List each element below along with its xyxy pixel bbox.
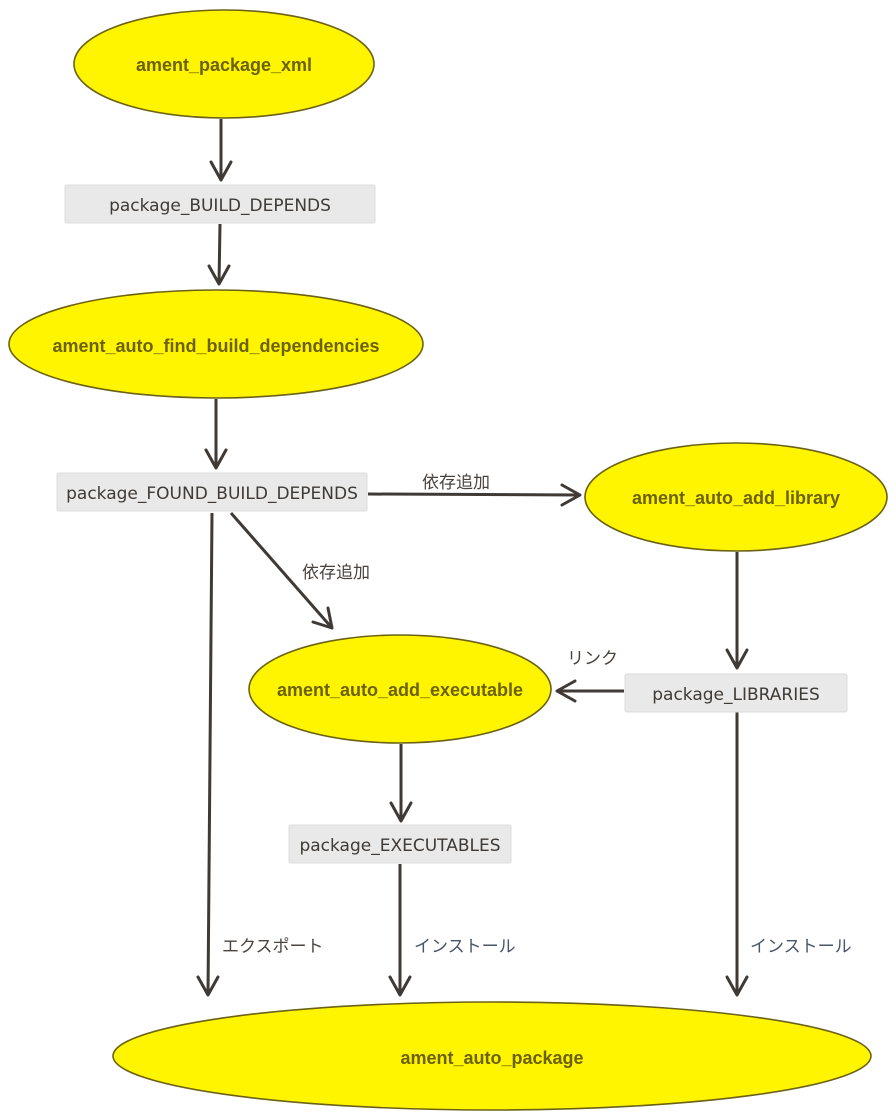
node-ament-auto-add-library[interactable]: ament_auto_add_library <box>584 442 888 552</box>
edge-executables-to-package <box>388 864 412 997</box>
edge-label-found-to-library: 依存追加 <box>422 473 490 493</box>
edge-label-libraries-to-executable: リンク <box>567 649 618 669</box>
edge-find-to-found <box>204 399 228 470</box>
edge-label-install-libraries: インストール <box>750 937 852 957</box>
node-ament-auto-add-executable[interactable]: ament_auto_add_executable <box>248 634 552 744</box>
edge-libraries-to-package <box>725 712 749 997</box>
edge-build-depends-to-find <box>207 223 231 286</box>
edge-executable-to-executables <box>389 744 413 823</box>
edge-found-to-package <box>196 512 220 997</box>
box-label: package_BUILD_DEPENDS <box>109 196 331 216</box>
node-label: ament_auto_find_build_dependencies <box>52 336 379 356</box>
edge-xml-to-build-depends <box>209 119 233 182</box>
node-ament-package-xml[interactable]: ament_package_xml <box>73 9 375 119</box>
node-label: ament_package_xml <box>136 55 312 75</box>
edge-found-to-library <box>367 483 582 507</box>
node-label: ament_auto_package <box>400 1048 583 1068</box>
box-label: package_LIBRARIES <box>652 685 820 705</box>
edge-label-install-executables: インストール <box>414 937 516 957</box>
node-ament-auto-find-build-dependencies[interactable]: ament_auto_find_build_dependencies <box>8 289 424 399</box>
box-label: package_EXECUTABLES <box>299 836 500 856</box>
node-label: ament_auto_add_library <box>632 488 840 508</box>
box-label: package_FOUND_BUILD_DEPENDS <box>66 484 358 504</box>
edge-found-to-executable <box>229 512 334 630</box>
box-package-found-build-depends[interactable]: package_FOUND_BUILD_DEPENDS <box>56 472 368 512</box>
edge-label-export: エクスポート <box>222 937 324 957</box>
node-label: ament_auto_add_executable <box>277 680 523 700</box>
edge-libraries-to-executable <box>555 679 624 703</box>
box-package-executables[interactable]: package_EXECUTABLES <box>288 824 512 864</box>
edge-label-found-to-executable: 依存追加 <box>302 563 370 583</box>
box-package-build-depends[interactable]: package_BUILD_DEPENDS <box>64 184 376 224</box>
box-package-libraries[interactable]: package_LIBRARIES <box>624 673 848 713</box>
edge-library-to-libraries <box>725 552 749 670</box>
node-ament-auto-package[interactable]: ament_auto_package <box>112 1001 872 1111</box>
